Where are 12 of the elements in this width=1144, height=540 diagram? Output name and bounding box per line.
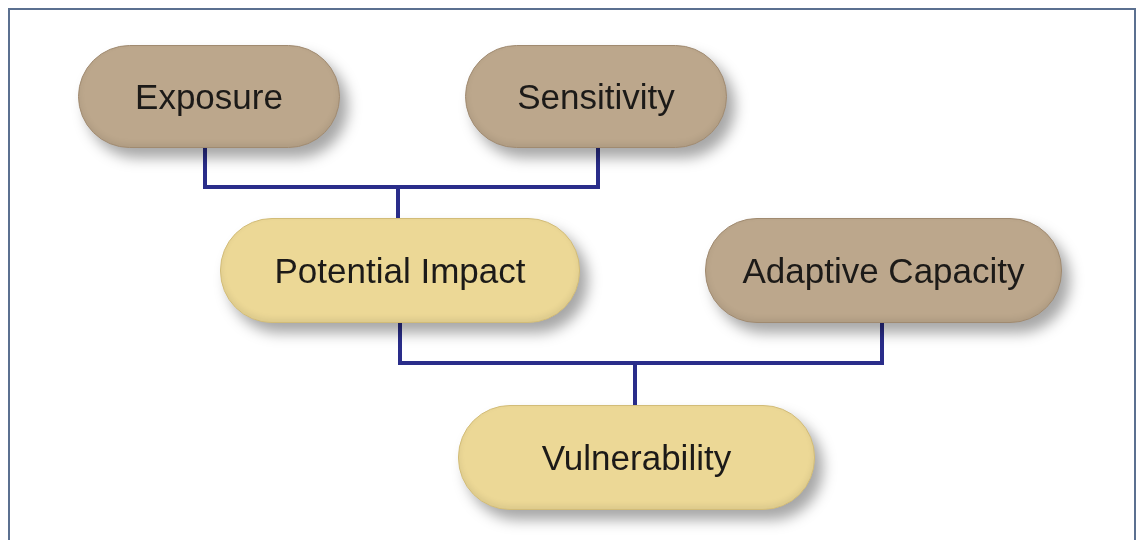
connector-line: [633, 323, 884, 405]
rounded-node: [78, 45, 340, 148]
node-label: Exposure: [135, 76, 283, 117]
rounded-node: [220, 218, 580, 323]
node-label: Potential Impact: [274, 250, 526, 291]
connector-line: [396, 148, 600, 218]
node-label: Adaptive Capacity: [742, 250, 1025, 291]
rounded-node: [465, 45, 727, 148]
node-label: Vulnerability: [541, 437, 732, 478]
rounded-node: [458, 405, 815, 510]
node-label: Sensitivity: [517, 76, 675, 117]
rounded-node: [705, 218, 1062, 323]
